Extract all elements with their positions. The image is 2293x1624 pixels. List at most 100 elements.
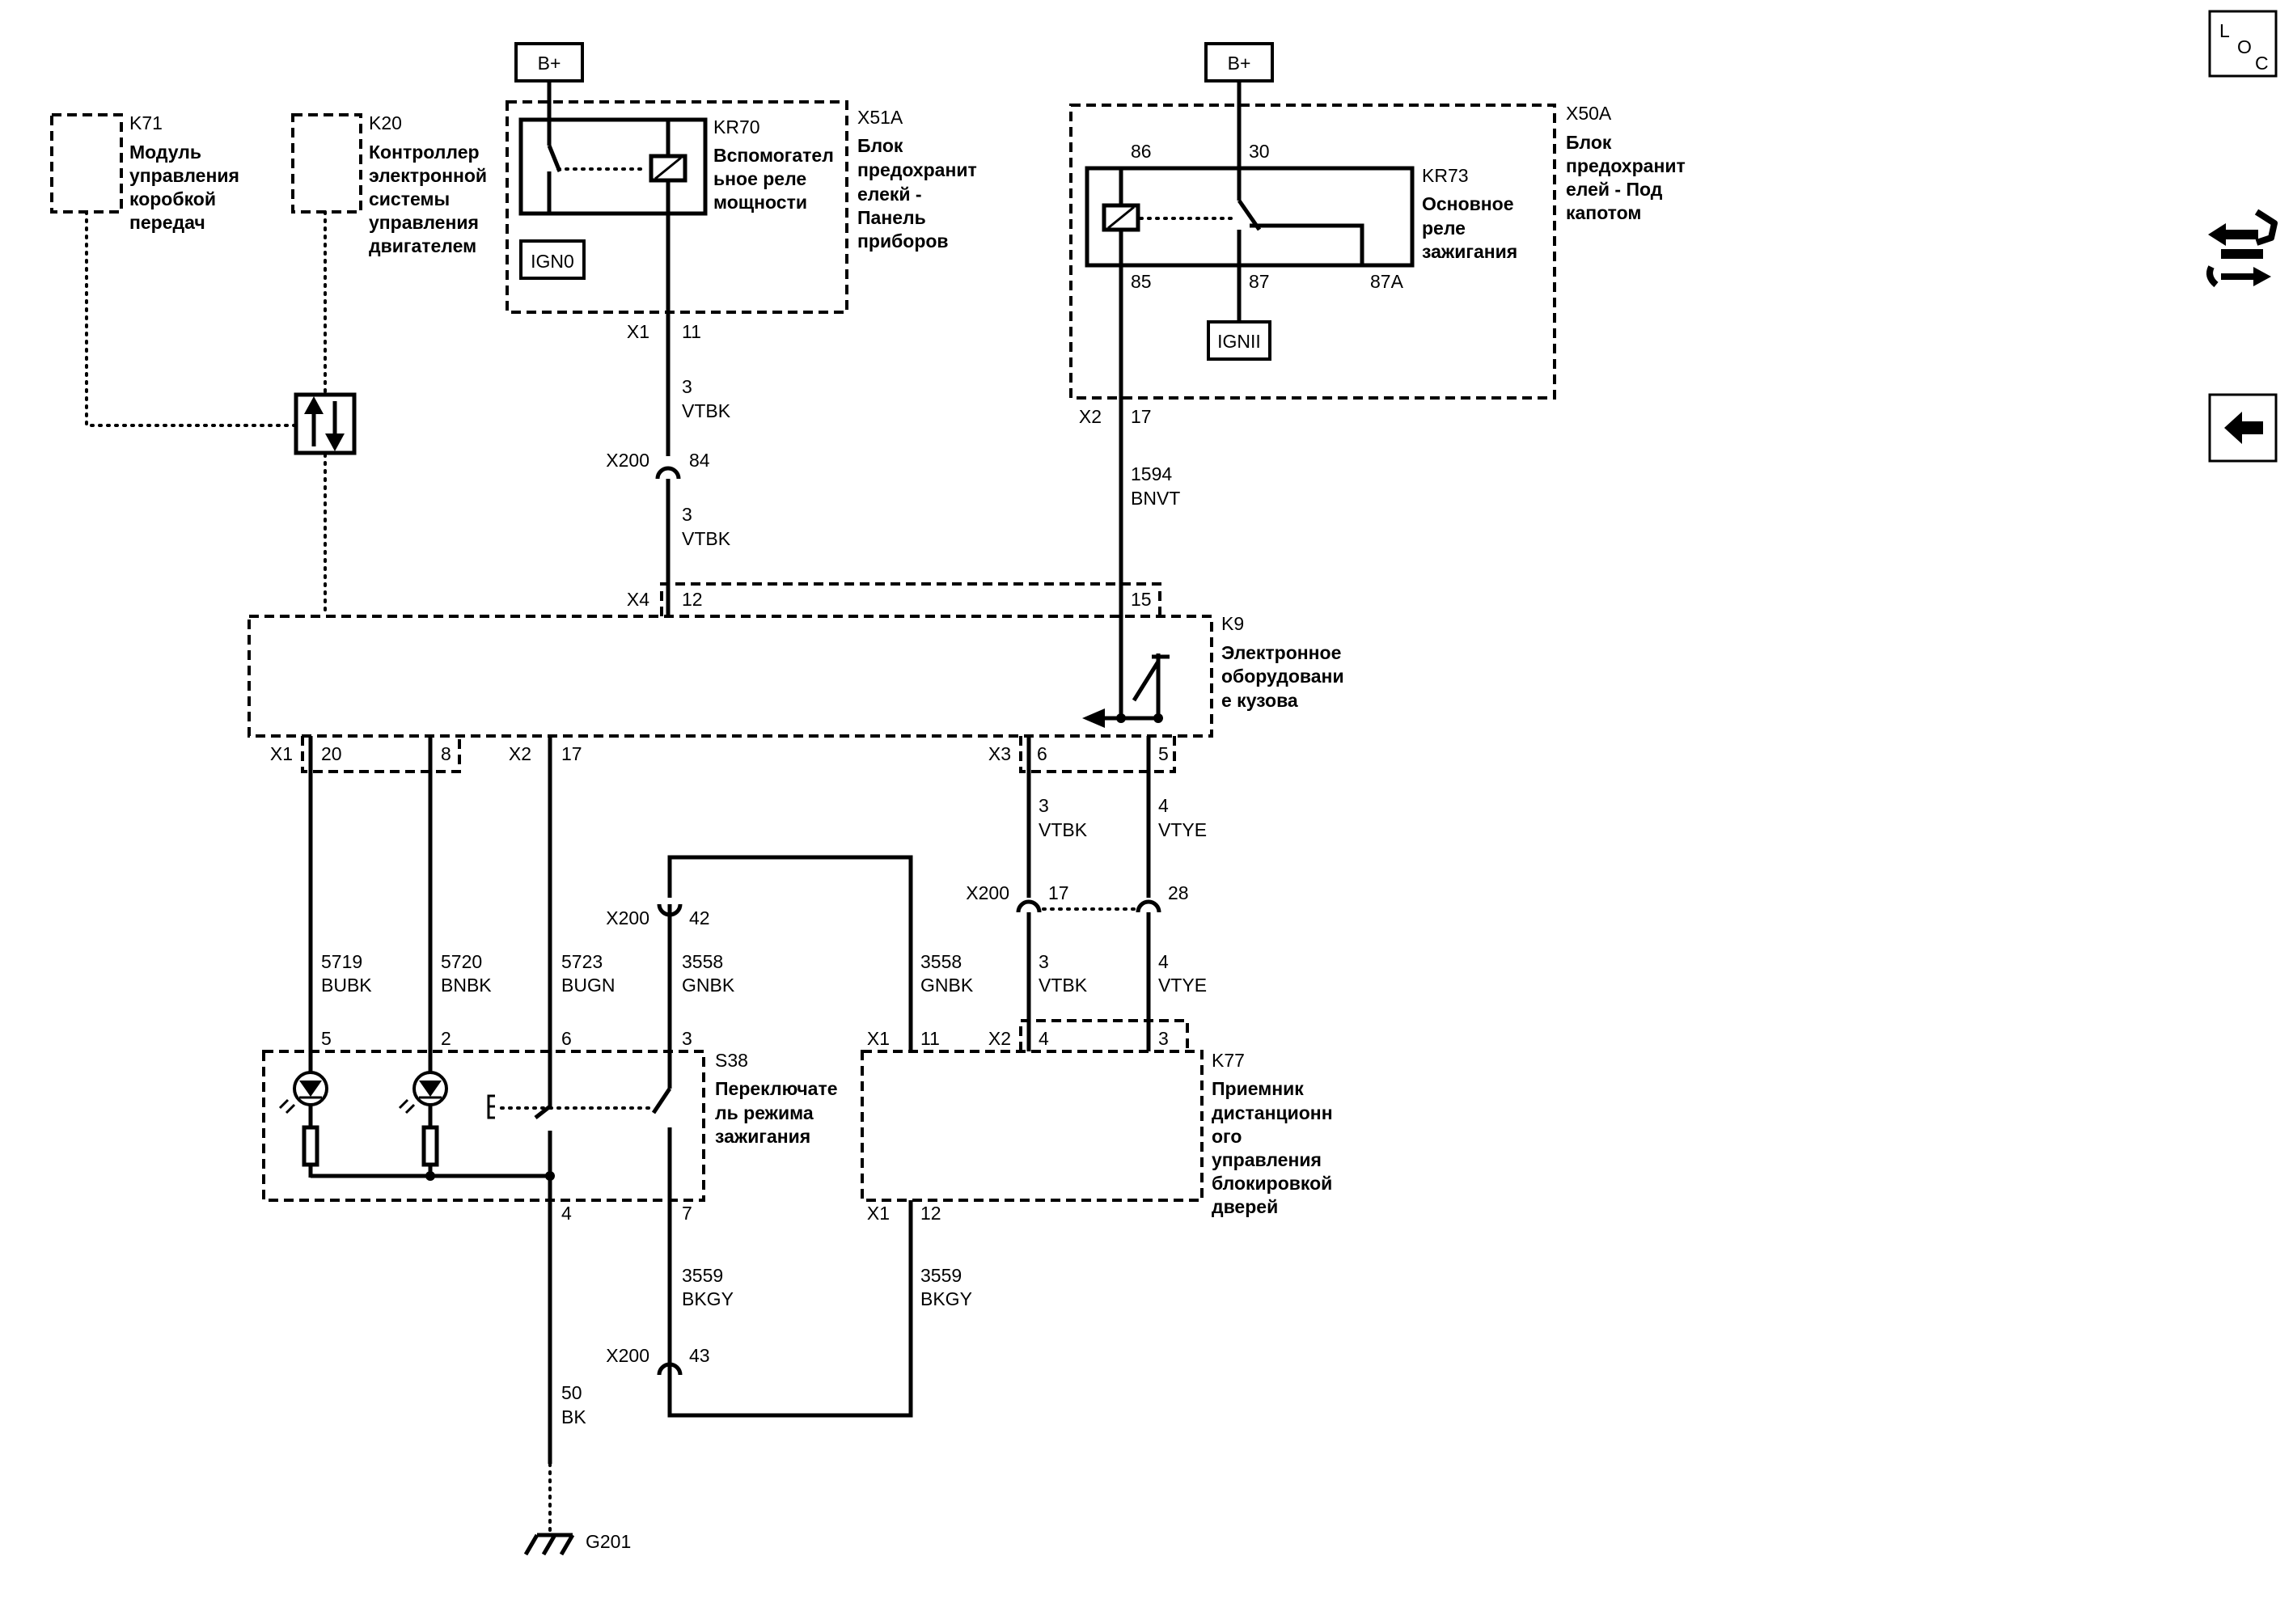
k9-x1-conn: X1 — [270, 743, 293, 764]
locator-button[interactable]: L O C — [2208, 10, 2278, 78]
s38-name: Переключате ль режима зажигания — [715, 1078, 843, 1147]
wire-bk-circuit: 50 — [561, 1382, 582, 1403]
wire-bnbk-circuit: 5720 — [441, 951, 482, 972]
kr70-relay-box — [518, 117, 708, 216]
k9-x3-pin-6: 6 — [1037, 743, 1047, 764]
wire-gnbk-b-color: GNBK — [920, 975, 974, 996]
x50a-id: X50A — [1566, 103, 1612, 124]
kr73-pin-87: 87 — [1249, 271, 1270, 292]
wire-bnvt-color: BNVT — [1131, 488, 1180, 509]
s38-pin-6: 6 — [561, 1028, 572, 1049]
kr70-name: Вспомогател ьное реле мощности — [713, 145, 839, 213]
data-bus-icon — [294, 392, 357, 455]
b-plus-label-2: B+ — [1228, 53, 1251, 74]
wire-bnvt-circuit: 1594 — [1131, 463, 1172, 484]
x200-pin-28: 28 — [1168, 882, 1189, 903]
kr73-pin-87a: 87A — [1370, 271, 1404, 292]
k9-module-outline — [247, 615, 1213, 738]
k9-input-switch-icon — [1082, 653, 1170, 728]
wire-vtye-a-circuit: 4 — [1158, 795, 1169, 816]
k9-x2-conn: X2 — [509, 743, 531, 764]
k20-id: K20 — [369, 112, 402, 133]
k77-x2-pin-3: 3 — [1158, 1028, 1169, 1049]
wire-vtye-b-circuit: 4 — [1158, 951, 1169, 972]
s38-pin-2: 2 — [441, 1028, 451, 1049]
k9-name: Электронное оборудовани е кузова — [1221, 642, 1349, 711]
wire-vtbk-a-color: VTBK — [682, 400, 731, 421]
wire-bkgy-b-color: BKGY — [920, 1288, 972, 1309]
wire-vtbk-b-circuit: 3 — [682, 504, 692, 525]
kr73-relay-box — [1085, 166, 1415, 268]
s38-pin-3: 3 — [682, 1028, 692, 1049]
back-arrow-icon — [2224, 412, 2263, 444]
wire-vtbk-c-color: VTBK — [1039, 819, 1088, 840]
x50a-name: Блок предохранит елей - Под капотом — [1566, 132, 1690, 223]
kr73-name: Основное реле зажигания — [1422, 193, 1519, 262]
x2-17-top-pin: 17 — [1131, 406, 1152, 427]
wire-bubk-color: BUBK — [321, 975, 372, 996]
wire-gnbk-a-color: GNBK — [682, 975, 735, 996]
x200-43-conn: X200 — [606, 1345, 649, 1366]
loc-letter-c: C — [2255, 53, 2269, 74]
wire-bubk-circuit: 5719 — [321, 951, 362, 972]
s38-pin-5: 5 — [321, 1028, 332, 1049]
x4-15-pin: 15 — [1131, 589, 1152, 610]
k77-x2-conn: X2 — [988, 1028, 1011, 1049]
kr73-pin-30: 30 — [1249, 141, 1270, 162]
s38-led-indicator-icon-2 — [398, 1071, 448, 1178]
ignii-box — [1207, 320, 1271, 361]
x1-11-conn: X1 — [627, 321, 649, 342]
loc-letter-l: L — [2219, 20, 2230, 41]
x4-12-conn: X4 — [627, 589, 649, 610]
connector-view-icon[interactable] — [2206, 209, 2278, 288]
kr73-pin-85: 85 — [1131, 271, 1152, 292]
k77-name: Приемник дистанционн ого управления блок… — [1212, 1078, 1338, 1217]
wire-bkgy-a-color: BKGY — [682, 1288, 734, 1309]
b-plus-supply-1: B+ — [514, 42, 584, 82]
s38-ignition-switch-icon — [487, 1051, 672, 1464]
x50a-fuse-block-outline — [1069, 104, 1556, 400]
k77-x1-bottom-conn: X1 — [867, 1203, 890, 1224]
x200-84-conn: X200 — [606, 450, 649, 471]
x51a-fuse-block-outline — [506, 100, 848, 314]
k71-name: Модуль управления коробкой передач — [129, 142, 244, 233]
k77-module-outline — [861, 1050, 1204, 1202]
kr70-id: KR70 — [713, 116, 760, 137]
s38-pin-4: 4 — [561, 1203, 572, 1224]
wire-vtbk-b-color: VTBK — [682, 528, 731, 549]
wire-bugn-color: BUGN — [561, 975, 615, 996]
k77-x1-top-conn: X1 — [867, 1028, 890, 1049]
s38-id: S38 — [715, 1050, 748, 1071]
x200-pin-17: 17 — [1048, 882, 1069, 903]
k9-x1-pin-20: 20 — [321, 743, 342, 764]
x51a-id: X51A — [857, 107, 903, 128]
k71-id: K71 — [129, 112, 163, 133]
wire-vtbk-c-circuit: 3 — [1039, 795, 1049, 816]
wire-bnbk-color: BNBK — [441, 975, 492, 996]
k77-id: K77 — [1212, 1050, 1245, 1071]
wire-vtbk-a-circuit: 3 — [682, 376, 692, 397]
x1-11-pin: 11 — [682, 321, 701, 342]
ignii-label: IGNII — [1217, 331, 1261, 352]
k9-x3-conn: X3 — [988, 743, 1011, 764]
back-button[interactable] — [2208, 393, 2278, 463]
wire-bkgy-b-circuit: 3559 — [920, 1265, 962, 1286]
x4-12-pin: 12 — [682, 589, 703, 610]
k71-module-outline — [50, 113, 123, 214]
k20-name: Контроллер электронной системы управлени… — [369, 142, 492, 256]
s38-pin-7: 7 — [682, 1203, 692, 1224]
x51a-name: Блок предохранит елекй - Панель приборов — [857, 135, 982, 252]
x200-84-pin: 84 — [689, 450, 710, 471]
loc-letter-o: O — [2237, 36, 2252, 57]
x2-17-top-conn: X2 — [1079, 406, 1102, 427]
x200-43-pin: 43 — [689, 1345, 710, 1366]
wire-vtye-b-color: VTYE — [1158, 975, 1207, 996]
k77-x1-top-pin: 11 — [920, 1028, 940, 1049]
wire-vtbk-d-circuit: 3 — [1039, 951, 1049, 972]
k9-x3-pin-5: 5 — [1158, 743, 1169, 764]
b-plus-supply-2: B+ — [1204, 42, 1274, 82]
wire-gnbk-a-circuit: 3558 — [682, 951, 723, 972]
k77-x2-pin-4: 4 — [1039, 1028, 1049, 1049]
kr73-id: KR73 — [1422, 165, 1469, 186]
